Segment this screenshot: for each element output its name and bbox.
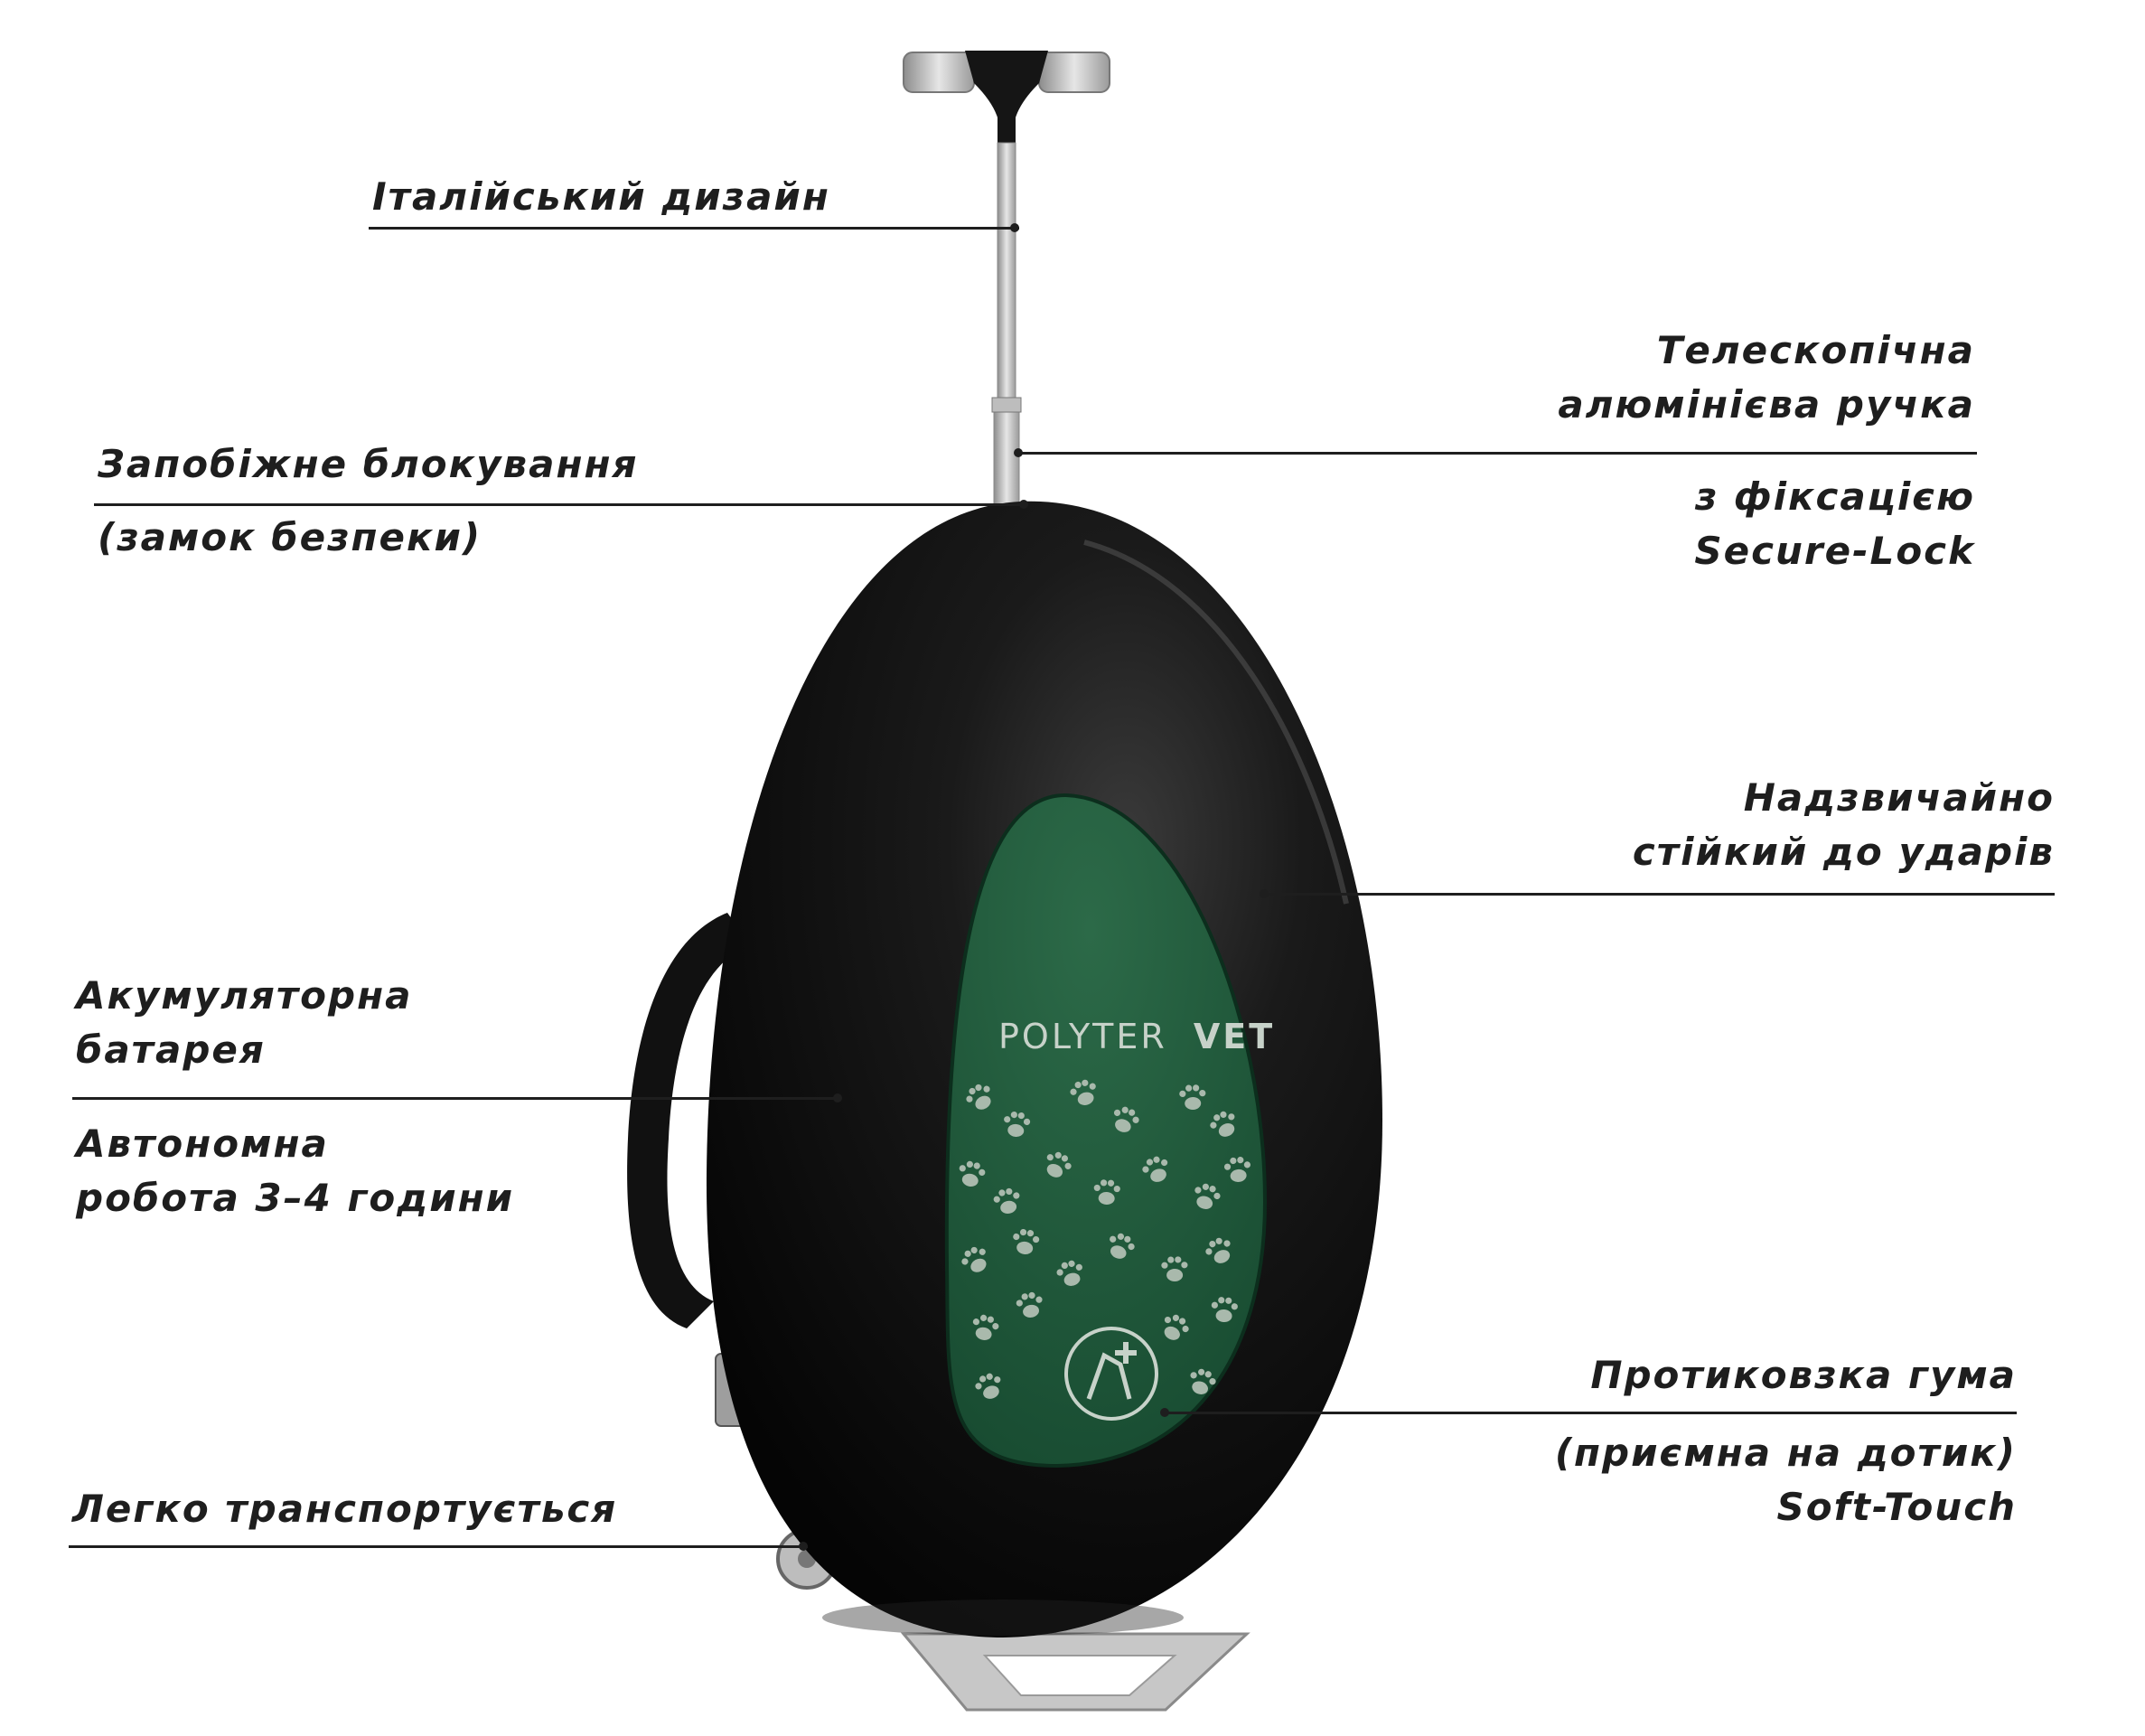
callout-safety-lock: Запобіжне блокування bbox=[98, 437, 638, 492]
paw-print-icon bbox=[959, 1160, 986, 1187]
leader-dot-anti-slip-rubber bbox=[1160, 1408, 1169, 1417]
callout-impact-resistant-line1: Надзвичайно bbox=[1743, 775, 2055, 820]
leader-line-safety-lock bbox=[94, 503, 1025, 506]
paw-print-icon bbox=[1205, 1237, 1231, 1263]
handle-grip-left bbox=[903, 52, 975, 93]
handle-upper-tube bbox=[997, 142, 1016, 406]
leader-line-impact-resistant bbox=[1265, 893, 2055, 896]
paw-print-icon bbox=[1194, 1183, 1221, 1209]
callout-battery: Акумуляторна батарея bbox=[76, 969, 412, 1077]
shell-base-shadow bbox=[822, 1600, 1184, 1636]
leader-dot-telescopic-handle bbox=[1014, 448, 1023, 457]
paw-print-icon bbox=[1164, 1314, 1189, 1340]
paw-print-icon bbox=[975, 1373, 1001, 1399]
paw-print-icon bbox=[1046, 1151, 1072, 1178]
callout-telescopic-handle-line1: Телескопічна bbox=[1656, 328, 1975, 372]
leader-line-telescopic-handle bbox=[1019, 452, 1977, 455]
callout-anti-slip-rubber-line1: Протиковзка гума bbox=[1590, 1353, 2017, 1397]
leader-dot-safety-lock bbox=[1019, 500, 1028, 509]
callout-easy-transport: Легко транспортується bbox=[72, 1487, 618, 1531]
callout-telescopic-handle-line4: Secure-Lock bbox=[1694, 529, 1975, 573]
handle-collar bbox=[991, 397, 1022, 413]
veterinary-cross-emblem-icon bbox=[1064, 1327, 1158, 1421]
paw-print-icon bbox=[1223, 1157, 1251, 1182]
paw-print-icon bbox=[1110, 1233, 1135, 1259]
callout-impact-resistant-line2: стійкий до ударів bbox=[1632, 830, 2055, 874]
leader-line-battery bbox=[72, 1097, 840, 1100]
leader-dot-easy-transport bbox=[799, 1542, 808, 1551]
callout-anti-slip-rubber: Протиковзка гума bbox=[1590, 1348, 2017, 1403]
paw-print-icon bbox=[1179, 1084, 1206, 1110]
bottom-stand-cutout bbox=[982, 1655, 1177, 1696]
callout-telescopic-handle-line2: алюмінієва ручка bbox=[1558, 382, 1975, 427]
callout-battery-line4: робота 3–4 години bbox=[76, 1176, 515, 1220]
callout-telescopic-handle-lock: з фіксацією Secure-Lock bbox=[1694, 470, 1975, 578]
callout-safety-lock-sub: (замок безпеки) bbox=[98, 511, 482, 565]
callout-battery-line2: батарея bbox=[76, 1028, 266, 1072]
paw-print-icon bbox=[1093, 1179, 1120, 1205]
leader-line-italian-design bbox=[369, 227, 1019, 230]
callout-telescopic-handle-line3: з фіксацією bbox=[1694, 474, 1975, 519]
brand-logo-light: POLYTER bbox=[998, 1017, 1167, 1056]
callout-battery-line1: Акумуляторна bbox=[76, 973, 413, 1018]
brand-logo-bold: VET bbox=[1194, 1017, 1275, 1056]
paw-print-icon bbox=[966, 1084, 991, 1110]
leader-dot-italian-design bbox=[1010, 223, 1019, 232]
paw-print-icon bbox=[1004, 1111, 1031, 1137]
callout-telescopic-handle: Телескопічна алюмінієва ручка bbox=[1558, 324, 1975, 432]
callout-battery-runtime: Автономна робота 3–4 години bbox=[76, 1117, 514, 1225]
callout-safety-lock-line1: Запобіжне блокування bbox=[98, 442, 639, 486]
callout-impact-resistant: Надзвичайно стійкий до ударів bbox=[1633, 771, 2055, 879]
paw-print-icon bbox=[1113, 1106, 1139, 1132]
paw-print-icon bbox=[1013, 1228, 1040, 1254]
paw-print-icon bbox=[972, 1314, 999, 1340]
paw-print-icon bbox=[1210, 1111, 1235, 1137]
leader-dot-battery bbox=[833, 1093, 842, 1103]
paw-print-icon bbox=[1190, 1368, 1216, 1394]
brand-logo: POLYTER VET bbox=[998, 1017, 1275, 1056]
handle-grip-center bbox=[965, 51, 1048, 145]
callout-anti-slip-rubber-line3: Soft-Touch bbox=[1776, 1485, 2017, 1529]
callout-italian-design: Італійський дизайн bbox=[372, 174, 830, 219]
paw-print-icon bbox=[1056, 1260, 1082, 1286]
paw-print-icon bbox=[1070, 1079, 1096, 1105]
paw-print-icon bbox=[1016, 1291, 1043, 1318]
paw-print-pattern bbox=[959, 1079, 1251, 1399]
paw-print-icon bbox=[1142, 1156, 1168, 1182]
leader-dot-impact-resistant bbox=[1260, 889, 1269, 898]
callout-anti-slip-rubber-line2: (приємна на дотик) bbox=[1554, 1431, 2017, 1475]
paw-print-icon bbox=[1161, 1256, 1188, 1281]
callout-battery-line3: Автономна bbox=[76, 1121, 329, 1166]
paw-print-icon bbox=[1211, 1297, 1238, 1322]
leader-line-anti-slip-rubber bbox=[1166, 1412, 2017, 1414]
shell-highlight bbox=[1083, 540, 1349, 905]
handle-grip-right bbox=[1038, 52, 1110, 93]
paw-print-icon bbox=[993, 1187, 1020, 1214]
paw-print-icon bbox=[961, 1246, 987, 1272]
side-carry-handle bbox=[627, 913, 750, 1328]
callout-safety-lock-line2: (замок безпеки) bbox=[98, 515, 482, 559]
telescopic-handle bbox=[903, 51, 1110, 505]
leader-line-easy-transport bbox=[69, 1545, 808, 1548]
callout-anti-slip-rubber-sub: (приємна на дотик) Soft-Touch bbox=[1555, 1426, 2017, 1534]
